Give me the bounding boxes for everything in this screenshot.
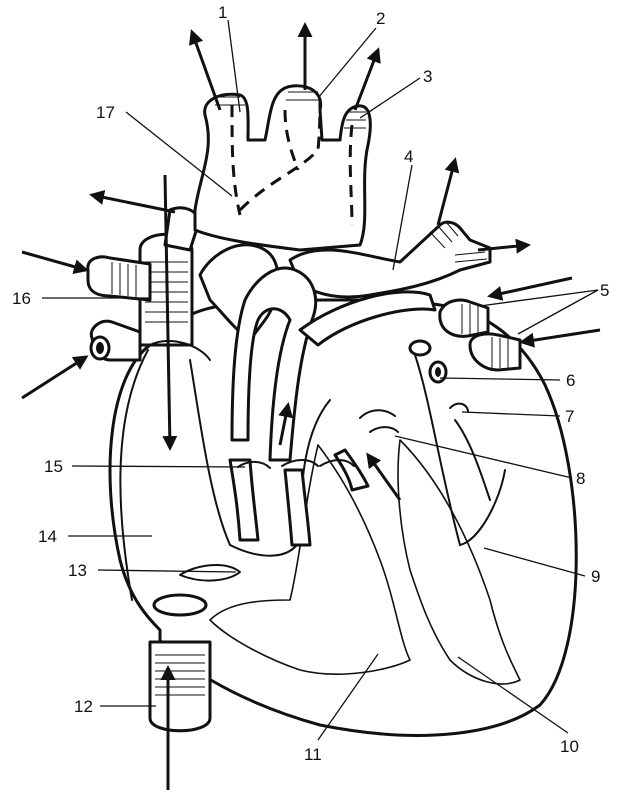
valves (179, 402, 469, 582)
arrow-in-right-2 (519, 328, 601, 348)
inferior-vena-cava (148, 593, 212, 733)
septum (119, 340, 521, 685)
label-16: 16 (12, 289, 31, 308)
label-5: 5 (600, 281, 609, 300)
right-pulmonary-veins (86, 255, 152, 362)
label-7: 7 (565, 407, 574, 426)
label-11: 11 (304, 745, 322, 764)
left-pulmonary-veins (438, 298, 522, 372)
label-12: 12 (74, 697, 93, 716)
flow-arrows (21, 22, 601, 790)
arrow-aorta-3 (353, 47, 381, 111)
arrow-pulmonary-up (436, 157, 460, 226)
aorta (193, 84, 372, 252)
arrow-pulmonary-right (477, 238, 531, 254)
left-atrium-openings (408, 339, 448, 384)
label-14: 14 (38, 527, 57, 546)
arrow-in-right-1 (487, 276, 573, 301)
vessel-tubes (228, 266, 437, 547)
leader-lines (42, 19, 599, 741)
label-6: 6 (566, 371, 575, 390)
label-1: 1 (218, 3, 227, 22)
number-labels: 1 2 3 4 5 6 7 8 9 10 11 12 13 14 15 16 1… (12, 3, 609, 764)
label-15: 15 (44, 457, 63, 476)
arrow-left-svc (89, 190, 176, 214)
label-8: 8 (576, 469, 585, 488)
arrow-svc-down (162, 174, 178, 451)
arrow-aorta-1 (188, 29, 222, 111)
label-13: 13 (68, 561, 87, 580)
label-10: 10 (560, 737, 579, 756)
label-17: 17 (96, 103, 115, 122)
arrow-in-2 (21, 355, 89, 400)
arrow-in-1 (21, 250, 89, 274)
arrow-up-left (366, 452, 402, 501)
label-4: 4 (404, 147, 413, 166)
label-3: 3 (423, 67, 432, 86)
label-2: 2 (376, 9, 385, 28)
arrow-up-ventricle (278, 402, 294, 446)
label-9: 9 (591, 567, 600, 586)
